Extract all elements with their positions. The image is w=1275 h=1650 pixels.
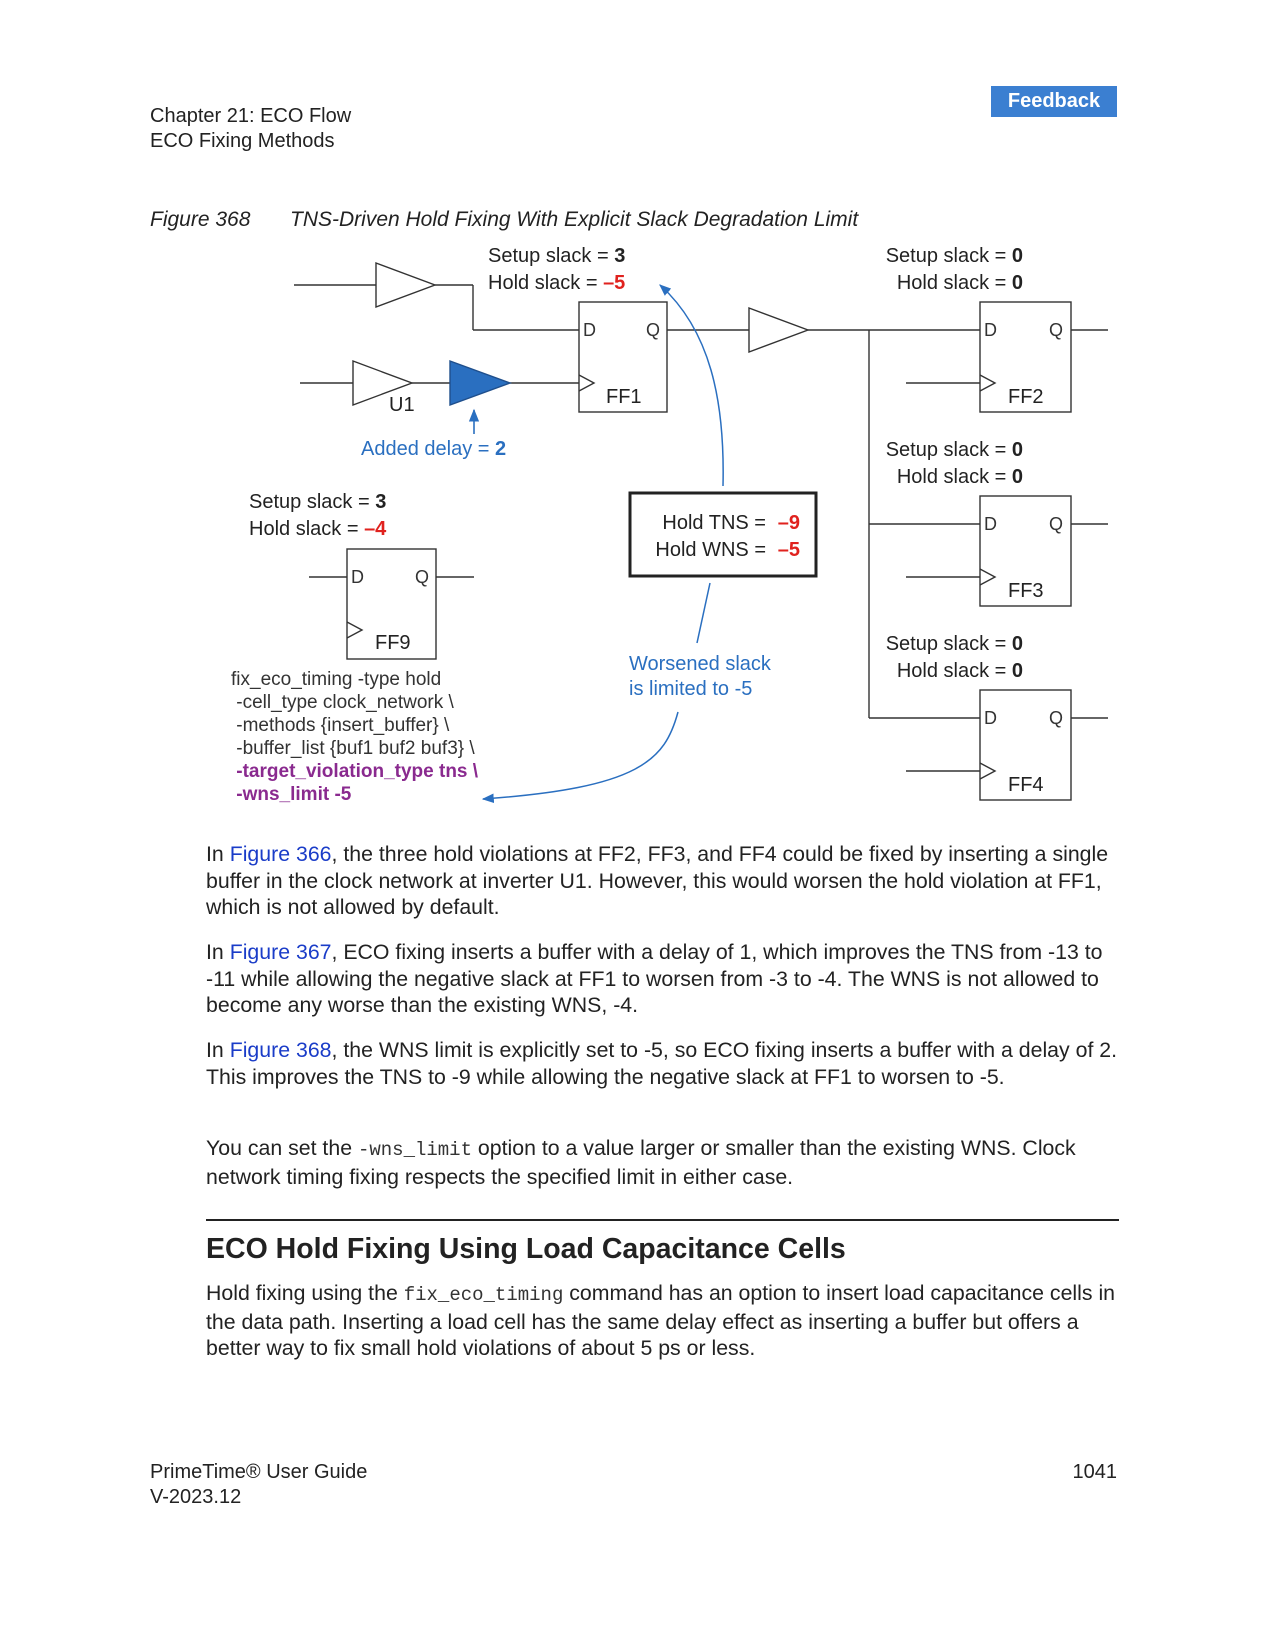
svg-text:-buffer_list {buf1 buf2 buf3}: -buffer_list {buf1 buf2 buf3} \ — [231, 738, 475, 759]
ff9-label: FF9 — [375, 632, 411, 654]
worsened-slack-note-line1: Worsened slack — [629, 653, 772, 675]
figure-number: Figure 368 — [150, 208, 251, 231]
svg-text:D: D — [984, 320, 997, 340]
inverter-u1-label: U1 — [389, 394, 415, 416]
circuit-diagram: Setup slack = 3 Hold slack = –5 Setup sl… — [231, 245, 1108, 805]
svg-text:Setup slack = 3: Setup slack = 3 — [249, 491, 386, 513]
ff1-label: FF1 — [606, 386, 642, 408]
svg-text:fix_eco_timing -type hold: fix_eco_timing -type hold — [231, 669, 441, 690]
command-listing: fix_eco_timing -type hold -cell_type clo… — [231, 669, 479, 805]
figure-title: TNS-Driven Hold Fixing With Explicit Sla… — [290, 208, 859, 231]
added-delay-label: Added delay = 2 — [361, 438, 506, 460]
section-title: ECO Fixing Methods — [150, 130, 335, 152]
svg-text:Hold slack = 0: Hold slack = 0 — [897, 660, 1023, 682]
hold-summary-box — [628, 491, 818, 578]
svg-text:D: D — [351, 567, 364, 587]
svg-text:D: D — [984, 708, 997, 728]
link-figure-367[interactable]: Figure 367 — [229, 940, 332, 964]
svg-text:D: D — [984, 514, 997, 534]
worsened-slack-note-line2: is limited to -5 — [629, 678, 752, 700]
svg-text:-wns_limit -5: -wns_limit -5 — [231, 784, 352, 805]
added-delay-buffer — [449, 359, 513, 407]
section-heading: ECO Hold Fixing Using Load Capacitance C… — [206, 1233, 846, 1265]
svg-text:Hold slack = –5: Hold slack = –5 — [488, 272, 625, 294]
section-paragraph: Hold fixing using the fix_eco_timing com… — [206, 1281, 1116, 1360]
svg-text:Hold slack = 0: Hold slack = 0 — [897, 466, 1023, 488]
ff3-label: FF3 — [1008, 580, 1044, 602]
svg-text:Q: Q — [646, 320, 660, 340]
inline-code-fix-eco-timing: fix_eco_timing — [403, 1284, 564, 1306]
footer-version: V-2023.12 — [150, 1486, 242, 1508]
ff2-label: FF2 — [1008, 386, 1044, 408]
paragraph-4: You can set the -wns_limit option to a v… — [206, 1136, 1076, 1189]
svg-text:Q: Q — [415, 567, 429, 587]
link-figure-366[interactable]: Figure 366 — [229, 842, 332, 866]
ff4-label: FF4 — [1008, 774, 1044, 796]
page-number: 1041 — [1072, 1461, 1118, 1483]
svg-text:–5: –5 — [778, 539, 800, 561]
svg-text:Setup slack = 0: Setup slack = 0 — [886, 633, 1023, 655]
svg-text:Setup slack = 0: Setup slack = 0 — [886, 245, 1023, 267]
chapter-title: Chapter 21: ECO Flow — [150, 105, 352, 127]
svg-text:Setup slack = 0: Setup slack = 0 — [886, 439, 1023, 461]
inline-code-wns-limit: -wns_limit — [357, 1139, 472, 1161]
svg-text:D: D — [583, 320, 596, 340]
feedback-button[interactable]: Feedback — [991, 86, 1117, 117]
figure-caption: Figure 368 TNS-Driven Hold Fixing With Ex… — [150, 208, 858, 232]
svg-text:Setup slack = 3: Setup slack = 3 — [488, 245, 625, 267]
svg-text:Hold WNS =: Hold WNS = — [655, 539, 766, 561]
svg-text:Q: Q — [1049, 708, 1063, 728]
paragraph-3: In Figure 368, the WNS limit is explicit… — [206, 1038, 1118, 1089]
section-divider — [206, 1219, 1119, 1221]
svg-text:-methods {insert_buffer} \: -methods {insert_buffer} \ — [231, 715, 450, 736]
svg-text:-cell_type clock_network \: -cell_type clock_network \ — [231, 692, 455, 713]
link-figure-368[interactable]: Figure 368 — [229, 1038, 332, 1062]
paragraph-2: In Figure 367, ECO fixing inserts a buff… — [206, 940, 1103, 1017]
paragraph-1: In Figure 366, the three hold violations… — [206, 842, 1109, 919]
svg-text:Q: Q — [1049, 320, 1063, 340]
svg-text:Hold slack = –4: Hold slack = –4 — [249, 518, 387, 540]
svg-text:Hold slack = 0: Hold slack = 0 — [897, 272, 1023, 294]
svg-text:–9: –9 — [778, 512, 800, 534]
svg-text:-target_violation_type tns \: -target_violation_type tns \ — [231, 761, 479, 782]
svg-text:Hold TNS =: Hold TNS = — [662, 512, 766, 534]
footer-product: PrimeTime® User Guide — [150, 1461, 368, 1483]
svg-text:Q: Q — [1049, 514, 1063, 534]
